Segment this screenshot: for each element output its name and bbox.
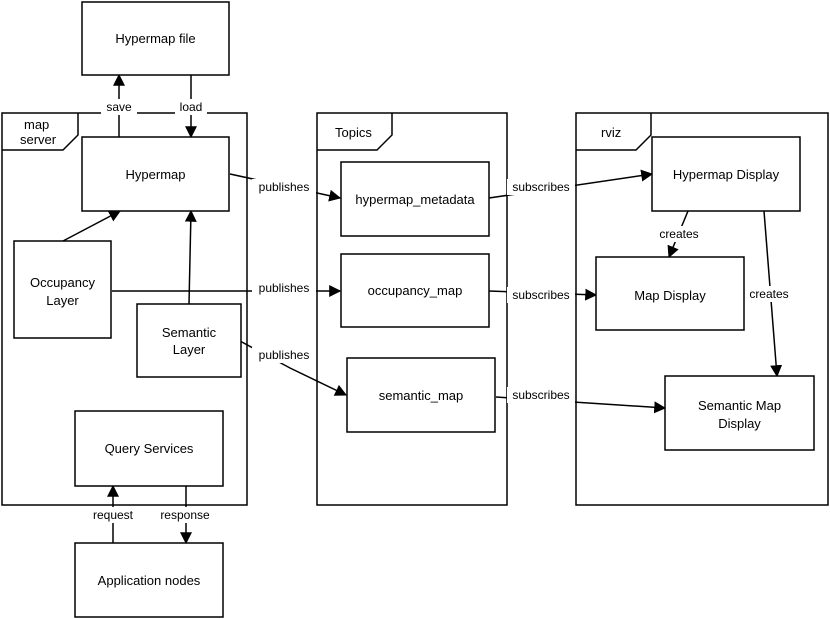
occupancy-to-hypermap-arrow <box>62 210 122 242</box>
map-display-node: Map Display <box>595 256 745 331</box>
load-label: load <box>180 100 203 114</box>
publishes-label-2: publishes <box>259 281 310 295</box>
save-label: save <box>106 100 132 114</box>
semantic-layer-node: Semantic Layer <box>136 303 242 378</box>
request-label: request <box>93 508 134 522</box>
rviz-label: rviz <box>601 125 621 140</box>
application-nodes-label: Application nodes <box>98 573 201 588</box>
map-server-label-line1: map <box>24 117 49 132</box>
semantic-map-node: semantic_map <box>346 357 496 433</box>
hypermap-display-node: Hypermap Display <box>651 136 801 212</box>
map-server-label-line2: server <box>20 132 57 147</box>
semantic-map-display-label-line1: Semantic Map <box>698 398 781 413</box>
hypermap-label: Hypermap <box>126 167 186 182</box>
semantic-to-hypermap-arrow <box>184 209 197 305</box>
semantic-layer-label-line2: Layer <box>173 342 206 357</box>
publishes-label-1: publishes <box>259 180 310 194</box>
hypermap-file-node: Hypermap file <box>81 1 230 76</box>
creates-label-2: creates <box>749 287 788 301</box>
hypermap-metadata-label: hypermap_metadata <box>355 192 475 207</box>
query-services-label: Query Services <box>105 441 194 456</box>
map-display-label: Map Display <box>634 288 706 303</box>
query-services-node: Query Services <box>74 410 224 487</box>
semantic-map-label: semantic_map <box>379 388 464 403</box>
occupancy-layer-label-line2: Layer <box>46 293 79 308</box>
response-label: response <box>160 508 210 522</box>
hypermap-display-label: Hypermap Display <box>673 167 780 182</box>
edge-labels: save load publishes publishes publishes … <box>87 99 793 523</box>
subscribes-label-1: subscribes <box>512 180 569 194</box>
semantic-map-display-label-line2: Display <box>718 416 761 431</box>
occupancy-map-label: occupancy_map <box>368 283 463 298</box>
occupancy-layer-label-line1: Occupancy <box>30 275 96 290</box>
hypermap-node: Hypermap <box>81 136 230 212</box>
occupancy-layer-node: Occupancy Layer <box>13 240 112 339</box>
hypermap-metadata-node: hypermap_metadata <box>340 161 490 237</box>
topics-label: Topics <box>335 125 372 140</box>
application-nodes-node: Application nodes <box>74 542 224 618</box>
semantic-map-display-node: Semantic Map Display <box>664 375 815 451</box>
subscribes-label-3: subscribes <box>512 388 569 402</box>
subscribes-label-2: subscribes <box>512 288 569 302</box>
creates-label-1: creates <box>659 227 698 241</box>
occupancy-map-node: occupancy_map <box>340 253 490 328</box>
hypermap-file-label: Hypermap file <box>115 31 195 46</box>
semantic-layer-label-line1: Semantic <box>162 325 217 340</box>
publishes-label-3: publishes <box>259 348 310 362</box>
